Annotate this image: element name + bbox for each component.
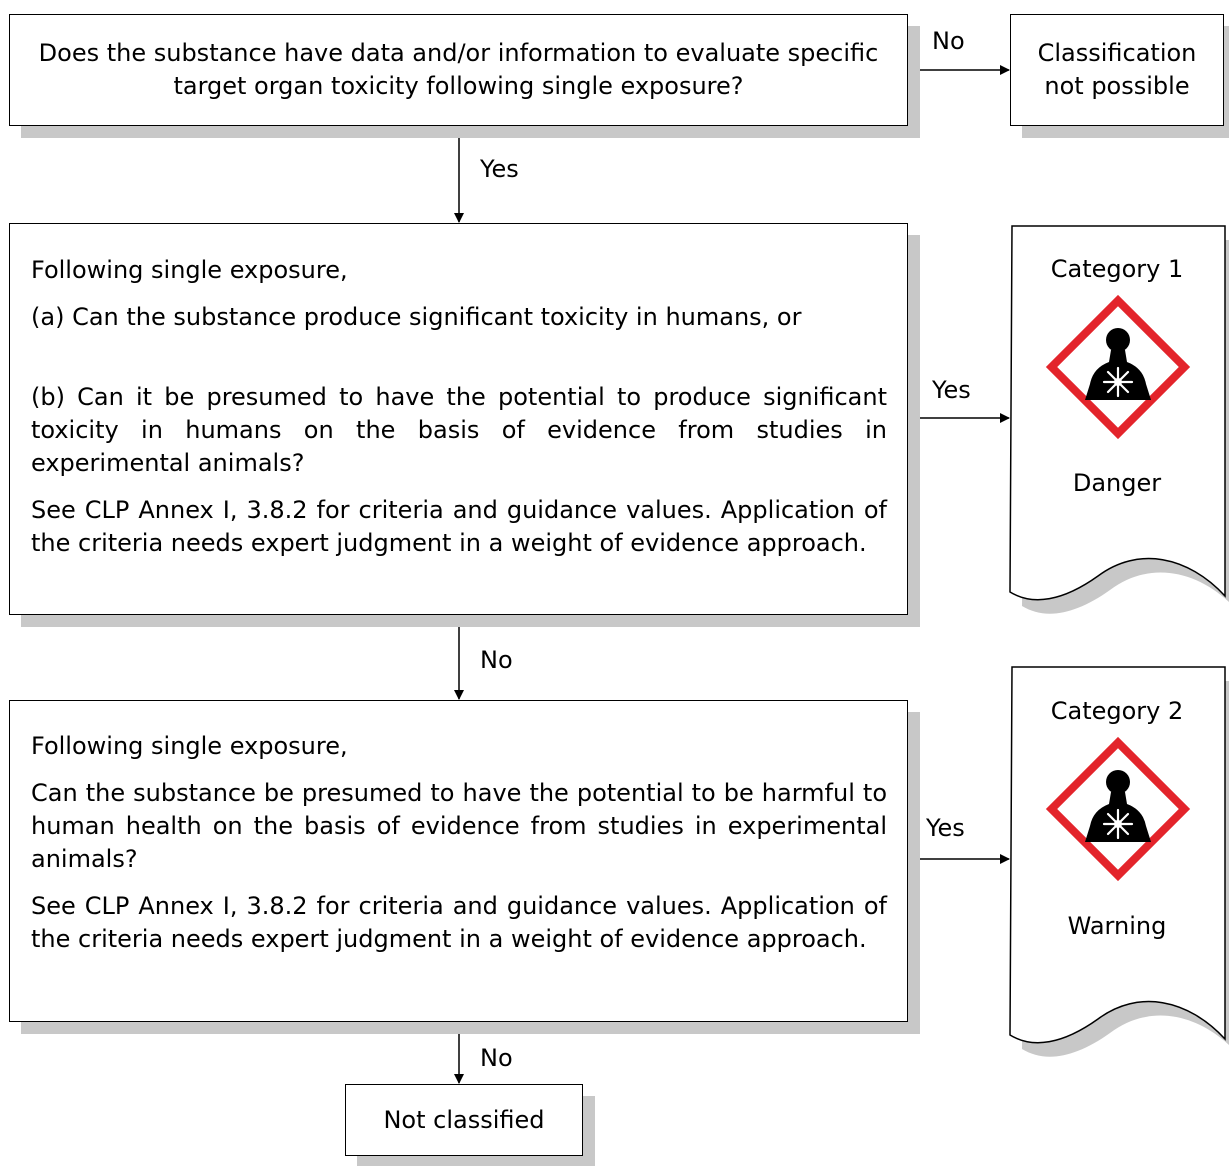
category-1-signal-word: Danger <box>1072 469 1162 497</box>
question-3-intro: Following single exposure, <box>31 732 348 760</box>
classification-not-possible-text: Classification not possible <box>1037 39 1197 100</box>
q1-no-label: No <box>932 27 965 55</box>
classification-not-possible-box: Classification not possible <box>1010 14 1224 126</box>
q3-no-label: No <box>480 1044 513 1072</box>
question-2-a: (a) Can the substance produce significan… <box>31 303 802 331</box>
category-2-label: Category 2 <box>1050 697 1184 725</box>
not-classified-text: Not classified <box>383 1105 545 1134</box>
question-2-note: See CLP Annex I, 3.8.2 for criteria and … <box>31 496 887 557</box>
question-1-text: Does the substance have data and/or info… <box>38 39 879 100</box>
question-3-box <box>9 700 908 1022</box>
question-1-box: Does the substance have data and/or info… <box>9 14 908 126</box>
question-2-intro: Following single exposure, <box>31 256 348 284</box>
q1-yes-label: Yes <box>480 155 519 183</box>
question-3-note: See CLP Annex I, 3.8.2 for criteria and … <box>31 892 887 953</box>
question-3-body: Can the substance be presumed to have th… <box>31 779 887 873</box>
not-classified-box: Not classified <box>345 1084 583 1156</box>
question-2-box <box>9 223 908 615</box>
q2-yes-label: Yes <box>932 376 971 404</box>
q3-yes-label: Yes <box>926 814 965 842</box>
question-2-b: (b) Can it be presumed to have the poten… <box>31 383 887 477</box>
q2-no-label: No <box>480 646 513 674</box>
category-1-label: Category 1 <box>1050 255 1184 283</box>
category-2-signal-word: Warning <box>1067 912 1167 940</box>
